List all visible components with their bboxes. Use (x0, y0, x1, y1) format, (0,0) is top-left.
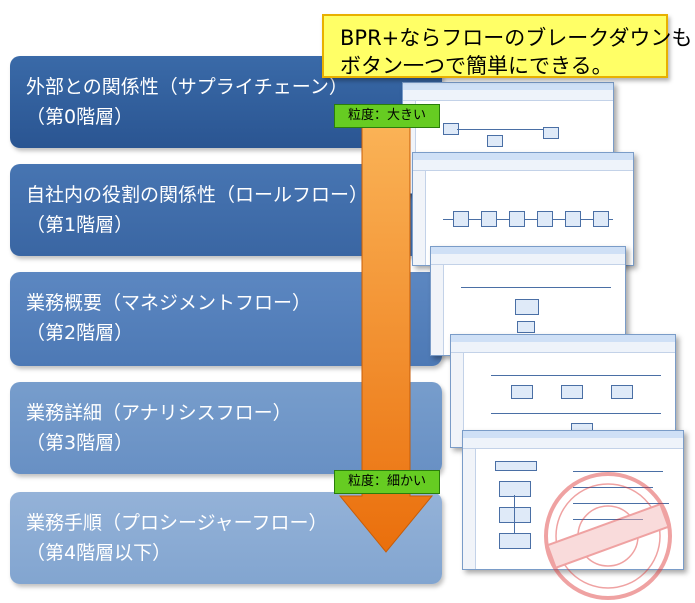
level-4-title: 業務手順（プロシージャーフロー） (26, 512, 328, 534)
downward-arrow (338, 104, 434, 553)
screenshot-thumbnail-4 (462, 430, 684, 570)
level-3-title: 業務詳細（アナリシスフロー） (26, 402, 292, 424)
level-1-title: 自社内の役割の関係性（ロールフロー） (26, 184, 369, 206)
level-1-sub: （第1階層） (26, 214, 134, 236)
granularity-fine-tag: 粒度：細かい (334, 470, 440, 494)
level-4-sub: （第4階層以下） (26, 542, 172, 564)
callout-note: BPR+ならフローのブレークダウンも ボタン一つで簡単にできる。 (322, 14, 692, 78)
granularity-coarse-tag: 粒度：大きい (334, 104, 440, 128)
callout-line-1: BPR+ならフローのブレークダウンも (340, 26, 693, 50)
callout-line-2: ボタン一つで簡単にできる。 (340, 54, 613, 78)
level-3-sub: （第3階層） (26, 432, 134, 454)
protection-stamp-watermark (544, 472, 672, 600)
level-0-sub: （第0階層） (26, 106, 134, 128)
level-2-sub: （第2階層） (26, 322, 134, 344)
level-2-title: 業務概要（マネジメントフロー） (26, 292, 312, 314)
screenshot-thumbnail-3 (450, 334, 676, 448)
level-0-title: 外部との関係性（サプライチェーン） (26, 76, 348, 98)
